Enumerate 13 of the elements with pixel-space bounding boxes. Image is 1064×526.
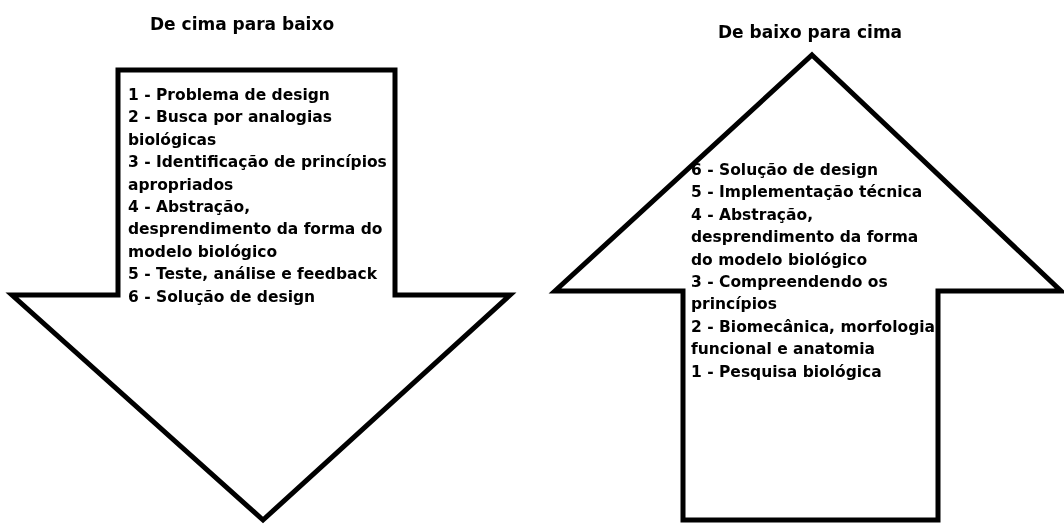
arrow-heading: De baixo para cima [718, 22, 903, 42]
step-text: 2 - Busca por analogias biológicas [128, 107, 333, 151]
step-text: 4 - Abstração, desprendimento da forma do modelo biológico [691, 204, 920, 271]
step-text: 1 - Pesquisa biológica [691, 361, 882, 383]
arrow-heading: De cima para baixo [150, 14, 335, 34]
step-text: 5 - Implementação técnica [691, 182, 923, 204]
step-text: 1 - Problema de design [128, 85, 330, 106]
step-text: 2 - Biomecânica, morfologia funcional e anatomia [691, 316, 937, 361]
step-text: 3 - Compreendendo os princípios [691, 272, 889, 316]
step-text: 4 - Abstração, desprendimento da forma do modelo biológico [128, 197, 384, 263]
step-text: 5 - Teste, análise e feedback [128, 264, 377, 286]
step-text: 6 - Solução de design [128, 286, 316, 308]
step-text: 3 - Identificação de princípios apropriados [128, 152, 388, 196]
